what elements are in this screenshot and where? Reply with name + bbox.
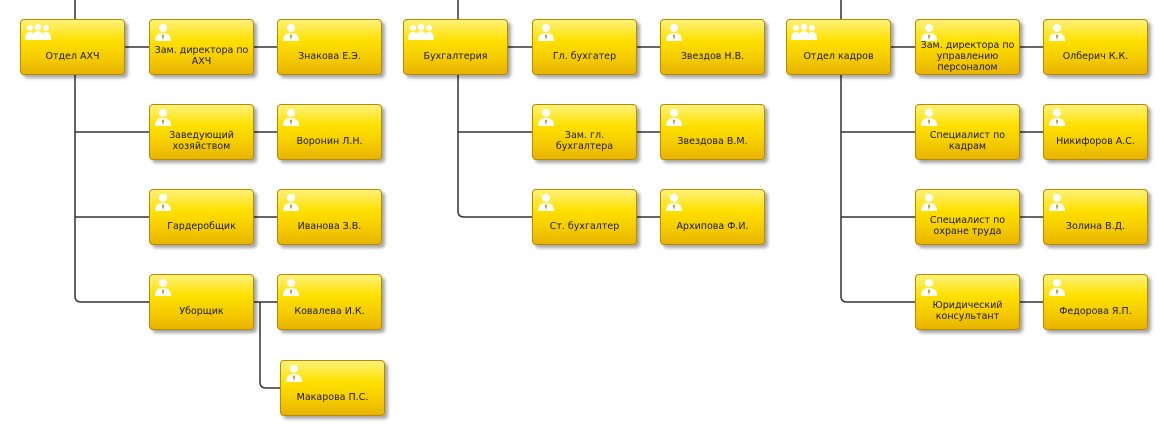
person-icon	[537, 108, 563, 126]
employee-box-label: Макарова П.С.	[296, 391, 369, 403]
department-box-label: Отдел кадров	[803, 50, 874, 62]
employee-box[interactable]: Знакова Е.Э.	[277, 19, 382, 75]
position-box[interactable]: Зам. директора по АХЧ	[149, 19, 254, 75]
employee-box-label: Никифоров А.С.	[1056, 135, 1135, 147]
person-icon	[282, 23, 308, 41]
person-icon	[154, 108, 180, 126]
person-icon	[282, 108, 308, 126]
person-icon	[1048, 193, 1074, 211]
department-box[interactable]: Бухгалтерия	[403, 19, 508, 75]
position-box[interactable]: Зам. гл. бухгалтера	[532, 104, 637, 160]
position-box-label: Ст. бухгалтер	[549, 220, 620, 232]
position-box[interactable]: Зам. директора по управлению персоналом	[915, 19, 1020, 75]
employee-box[interactable]: Олберич К.К.	[1043, 19, 1148, 75]
employee-box-label: Знакова Е.Э.	[298, 50, 361, 62]
position-box-label: Уборщик	[179, 305, 224, 317]
position-box[interactable]: Гардеробщик	[149, 189, 254, 245]
position-box-label: Зам. гл. бухгалтера	[555, 130, 614, 152]
person-icon	[1048, 278, 1074, 296]
employee-box-label: Федорова Я.П.	[1059, 305, 1132, 317]
department-box[interactable]: Отдел кадров	[786, 19, 891, 75]
employee-box-label: Иванова З.В.	[297, 220, 362, 232]
employee-box-label: Золина В.Д.	[1065, 220, 1126, 232]
position-box-label: Специалист по охране труда	[929, 215, 1006, 237]
position-box-label: Гл. бухгатер	[552, 50, 617, 62]
position-box-label: Специалист по кадрам	[929, 130, 1006, 152]
person-icon	[920, 193, 946, 211]
position-box[interactable]: Гл. бухгатер	[532, 19, 637, 75]
person-icon	[282, 278, 308, 296]
position-box[interactable]: Специалист по охране труда	[915, 189, 1020, 245]
person-icon	[920, 108, 946, 126]
position-employee-connector	[259, 302, 280, 389]
person-icon	[537, 23, 563, 41]
position-box[interactable]: Юридический консультант	[915, 274, 1020, 330]
employee-box[interactable]: Звездова В.М.	[660, 104, 765, 160]
employee-box-label: Звездова В.М.	[677, 135, 748, 147]
employee-box[interactable]: Ковалева И.К.	[277, 274, 382, 330]
department-box-label: Отдел АХЧ	[45, 50, 100, 62]
group-icon	[408, 23, 434, 41]
person-icon	[665, 108, 691, 126]
position-box[interactable]: Заведующий хозяйством	[149, 104, 254, 160]
person-icon	[1048, 23, 1074, 41]
employee-box-label: Олберич К.К.	[1062, 50, 1129, 62]
position-box[interactable]: Ст. бухгалтер	[532, 189, 637, 245]
group-icon	[791, 23, 817, 41]
department-trunk	[840, 75, 848, 303]
employee-box-label: Звездов Н.В.	[680, 50, 745, 62]
person-icon	[154, 278, 180, 296]
person-icon	[154, 23, 180, 41]
position-box-label: Гардеробщик	[167, 220, 236, 232]
employee-box-label: Воронин Л.Н.	[296, 135, 363, 147]
person-icon	[665, 23, 691, 41]
department-box-label: Бухгалтерия	[423, 50, 488, 62]
position-box-label: Юридический консультант	[932, 300, 1003, 322]
position-box[interactable]: Специалист по кадрам	[915, 104, 1020, 160]
employee-box-label: Ковалева И.К.	[294, 305, 365, 317]
department-trunk	[457, 75, 465, 218]
person-icon	[665, 193, 691, 211]
employee-box-label: Архипова Ф.И.	[676, 220, 749, 232]
employee-box[interactable]: Макарова П.С.	[280, 360, 385, 416]
employee-box[interactable]: Воронин Л.Н.	[277, 104, 382, 160]
department-trunk	[74, 75, 82, 303]
person-icon	[154, 193, 180, 211]
position-box-label: Зам. директора по управлению персоналом	[920, 39, 1015, 73]
position-box-label: Заведующий хозяйством	[169, 130, 234, 152]
group-icon	[25, 23, 51, 41]
person-icon	[285, 364, 311, 382]
employee-box[interactable]: Никифоров А.С.	[1043, 104, 1148, 160]
person-icon	[282, 193, 308, 211]
person-icon	[1048, 108, 1074, 126]
employee-box[interactable]: Иванова З.В.	[277, 189, 382, 245]
employee-box[interactable]: Федорова Я.П.	[1043, 274, 1148, 330]
position-box-label: Зам. директора по АХЧ	[154, 45, 249, 67]
person-icon	[537, 193, 563, 211]
department-box[interactable]: Отдел АХЧ	[20, 19, 125, 75]
position-box[interactable]: Уборщик	[149, 274, 254, 330]
person-icon	[920, 278, 946, 296]
employee-box[interactable]: Золина В.Д.	[1043, 189, 1148, 245]
employee-box[interactable]: Архипова Ф.И.	[660, 189, 765, 245]
employee-box[interactable]: Звездов Н.В.	[660, 19, 765, 75]
person-icon	[920, 23, 946, 41]
